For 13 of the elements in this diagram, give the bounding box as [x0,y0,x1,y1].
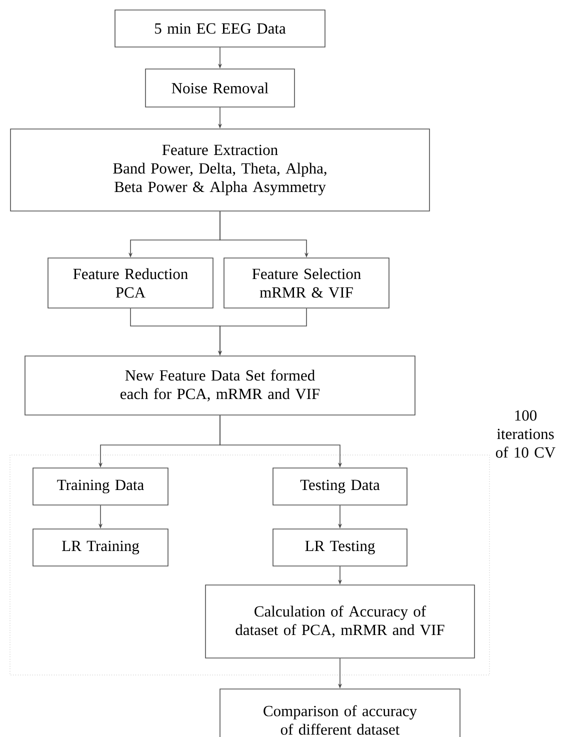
process-box: Comparison of accuracy of different dataset [220,688,460,737]
process-box: Calculation of Accuracy of dataset of PCA, mRMR and VIF [205,584,475,658]
process-box: LR Testing [272,528,408,566]
process-box: Feature Reduction PCA [48,258,214,308]
node-label: 100 iterations of 10 CV [496,410,556,458]
process-box: LR Training [32,528,168,566]
process-box: Feature Extraction Band Power, Delta, Theta, Alpha, Beta Power & Alpha Asymmetry [10,128,430,212]
process-box: Testing Data [272,468,408,506]
process-box: Training Data [32,468,168,506]
process-box: New Feature Data Set formed each for PCA, mRMR and VIF [24,356,416,416]
process-box: 5 min EC EEG Data [114,10,326,48]
process-box: Feature Selection mRMR & VIF [224,258,390,308]
process-box: Noise Removal [145,68,295,108]
